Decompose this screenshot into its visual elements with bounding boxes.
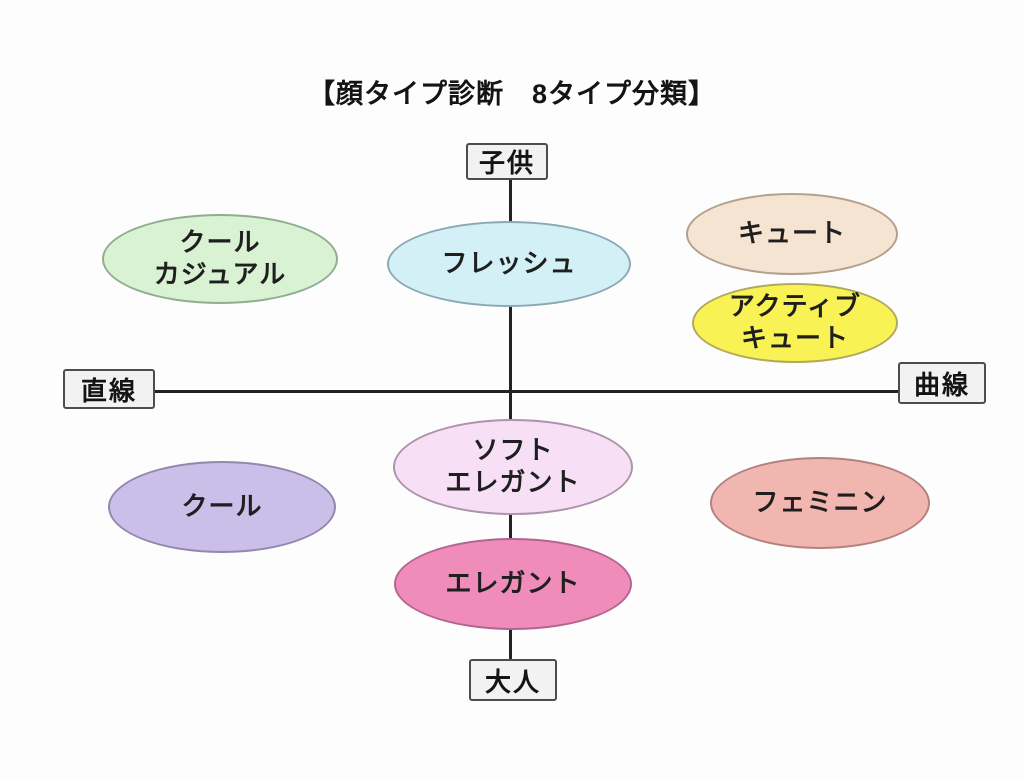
cool-casual-label: クール	[179, 227, 261, 258]
soft-elegant-label: ソフト	[472, 435, 554, 466]
axis-label-child: 子供	[466, 143, 548, 180]
diagram-title: 【顔タイプ診断 8タイプ分類】	[307, 79, 716, 109]
soft-elegant-ellipse: ソフトエレガント	[393, 419, 633, 515]
cool-ellipse: クール	[108, 461, 336, 553]
feminine-ellipse: フェミニン	[710, 457, 930, 549]
axis-label-adult: 大人	[469, 659, 557, 701]
cute-ellipse: キュート	[686, 193, 898, 275]
cool-casual-ellipse: クールカジュアル	[102, 214, 338, 304]
elegant-label: エレガント	[445, 568, 581, 599]
feminine-label: フェミニン	[752, 487, 888, 518]
axis-label-curved: 曲線	[898, 362, 986, 404]
horizontal-axis-line	[154, 390, 899, 393]
elegant-ellipse: エレガント	[394, 538, 632, 630]
cute-label: キュート	[737, 218, 846, 249]
soft-elegant-label: エレガント	[445, 467, 581, 497]
cool-casual-label: カジュアル	[153, 259, 287, 289]
fresh-ellipse: フレッシュ	[387, 221, 631, 307]
active-cute-label: アクティブ	[728, 291, 862, 322]
active-cute-ellipse: アクティブキュート	[692, 283, 898, 363]
axis-label-straight: 直線	[63, 369, 155, 409]
cool-label: クール	[181, 491, 263, 522]
active-cute-label: キュート	[740, 323, 849, 353]
fresh-label: フレッシュ	[441, 248, 577, 279]
